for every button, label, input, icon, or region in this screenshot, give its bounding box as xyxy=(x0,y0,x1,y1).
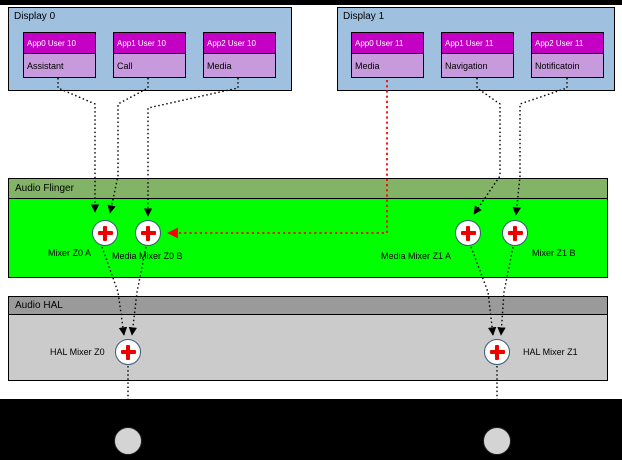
app-card-role: Media xyxy=(207,61,232,71)
audio-flinger-header: Audio Flinger xyxy=(9,179,607,199)
mixer-label-z0a: Mixer Z0 A xyxy=(48,248,92,258)
media-mixer-z1a-node xyxy=(455,220,481,246)
display-0-title: Display 0 xyxy=(14,11,56,22)
mixer-z0a-node xyxy=(92,220,118,246)
mix-plus-icon xyxy=(485,340,509,364)
app-card-header: App0 User 10 xyxy=(24,33,95,54)
mix-plus-icon xyxy=(136,221,160,245)
app-card-header: App1 User 11 xyxy=(442,33,513,54)
mix-plus-icon xyxy=(456,221,480,245)
mix-plus-icon xyxy=(503,221,527,245)
hal-mixer-label-z1: HAL Mixer Z1 xyxy=(523,347,578,357)
display-1-panel: Display 1 App0 User 11 Media App1 User 1… xyxy=(337,7,615,91)
app-card-role: Notificatoin xyxy=(535,61,580,71)
app-card-role: Navigation xyxy=(445,61,488,71)
mix-plus-icon xyxy=(116,340,140,364)
speaker-z0-icon xyxy=(114,427,142,455)
hal-mixer-label-z0: HAL Mixer Z0 xyxy=(50,347,105,357)
app-card-header: App1 User 10 xyxy=(114,33,185,54)
audio-hal-panel: Audio HAL xyxy=(8,296,608,381)
app-card: App2 User 10 Media xyxy=(203,32,276,78)
app-card-role: Call xyxy=(117,61,133,71)
app-card: App1 User 10 Call xyxy=(113,32,186,78)
app-card: App0 User 10 Assistant xyxy=(23,32,96,78)
media-mixer-z0b-node xyxy=(135,220,161,246)
mixer-z1b-node xyxy=(502,220,528,246)
app-card-header: App2 User 10 xyxy=(204,33,275,54)
app-card-header: App0 User 11 xyxy=(352,33,423,54)
hal-mixer-z0-node xyxy=(115,339,141,365)
audio-hal-header: Audio HAL xyxy=(9,297,607,315)
speaker-z1-icon xyxy=(483,427,511,455)
app-card-role: Media xyxy=(355,61,380,71)
app-card-role: Assistant xyxy=(27,61,64,71)
app-card: App2 User 11 Notificatoin xyxy=(531,32,604,78)
display-1-title: Display 1 xyxy=(343,11,385,22)
mixer-label-z0b: Media Mixer Z0 B xyxy=(112,251,183,261)
app-card: App0 User 11 Media xyxy=(351,32,424,78)
app-card-header: App2 User 11 xyxy=(532,33,603,54)
mix-plus-icon xyxy=(93,221,117,245)
app-card: App1 User 11 Navigation xyxy=(441,32,514,78)
mixer-label-z1a: Media Mixer Z1 A xyxy=(381,251,452,261)
hal-mixer-z1-node xyxy=(484,339,510,365)
display-0-panel: Display 0 App0 User 10 Assistant App1 Us… xyxy=(8,7,292,91)
mixer-label-z1b: Mixer Z1 B xyxy=(532,248,576,258)
